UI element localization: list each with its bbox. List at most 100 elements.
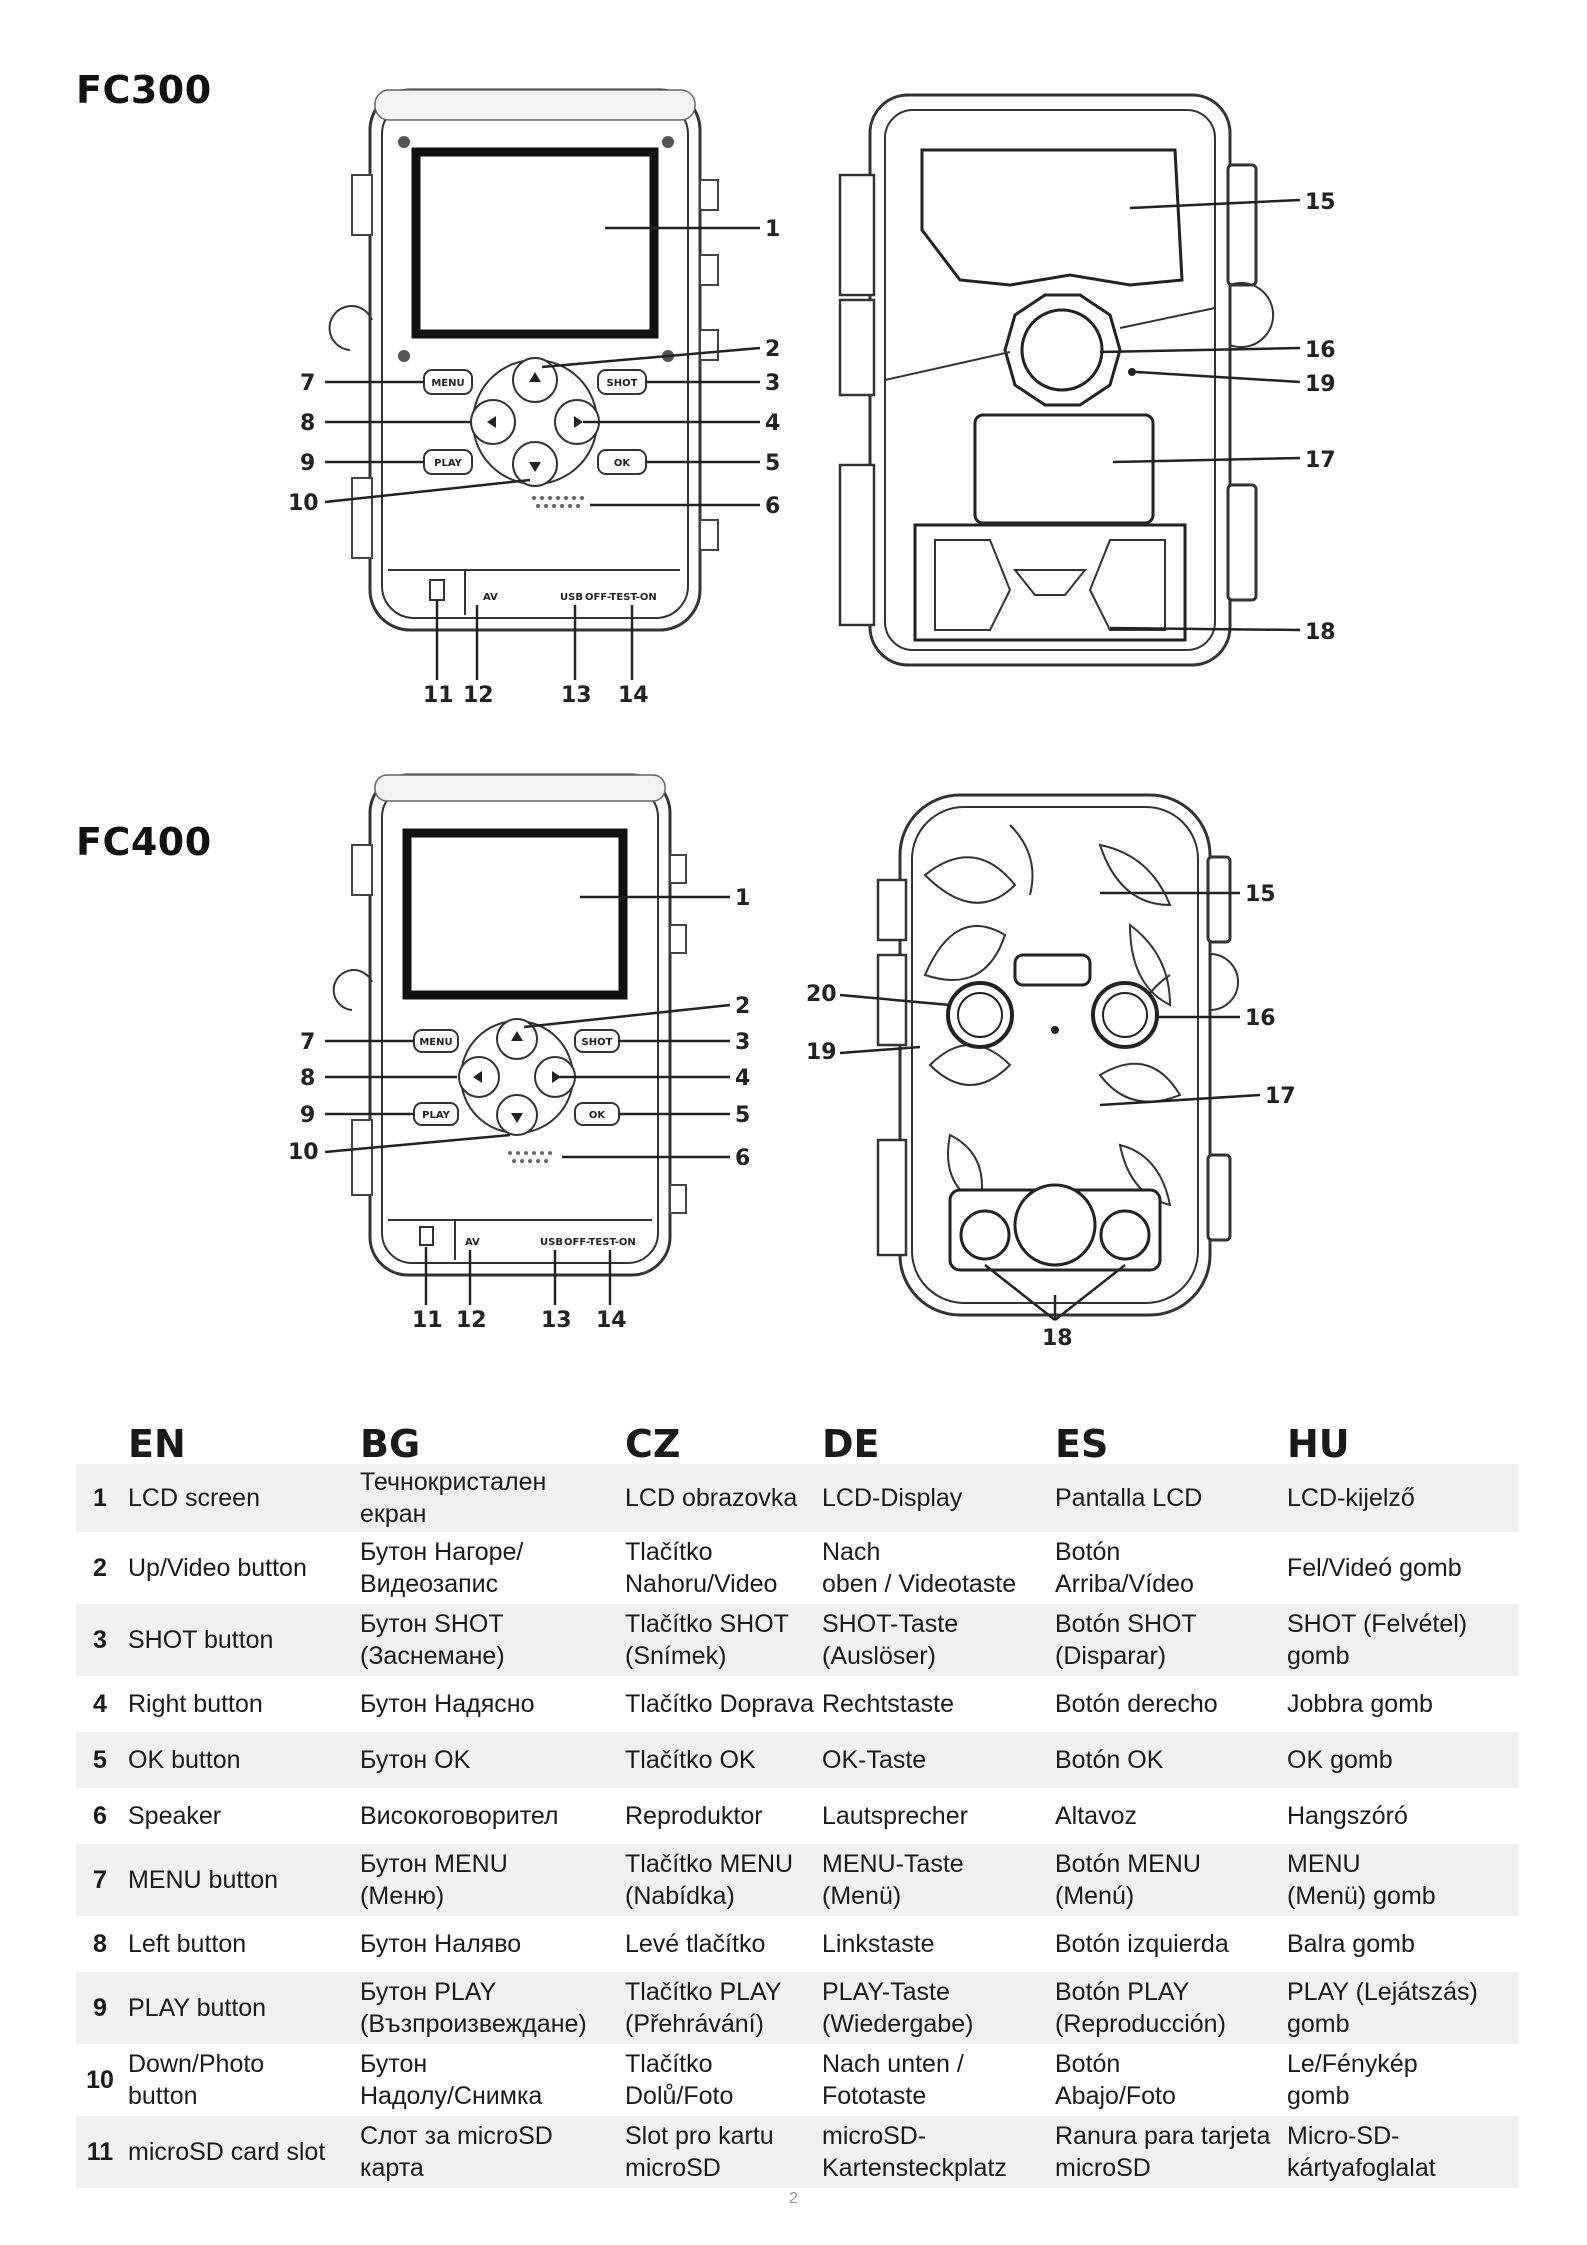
fc400-back-callout: 18 [1042,1326,1073,1351]
row-number: 1 [76,1464,124,1532]
table-row: 7 MENU button Бутон MENU (Меню) Tlačítko… [76,1844,1518,1916]
table-row: 4 Right button Бутон Надясно Tlačítko Do… [76,1676,1518,1732]
fc400-front-callout: 12 [456,1308,487,1333]
cell: Botón MENU (Menú) [1051,1844,1283,1916]
table-row: 9 PLAY button Бутон PLAY (Възпроизвеждан… [76,1972,1518,2044]
table-row: 5 OK button Бутон OK Tlačítko OK OK-Tast… [76,1732,1518,1788]
fc400-front-callout: 3 [735,1030,750,1055]
fc400-play-label: PLAY [422,1110,450,1121]
cell: Botón OK [1051,1732,1283,1788]
cell: LCD-Display [818,1464,1051,1532]
cell: MENU-Taste (Menü) [818,1844,1051,1916]
fc400-switch-label: OFF-TEST-ON [564,1237,636,1248]
cell: Tlačítko MENU (Nabídka) [621,1844,818,1916]
cell: LCD screen [124,1464,356,1532]
cell: LCD obrazovka [621,1464,818,1532]
cell: MENU button [124,1844,356,1916]
fc400-front-callout: 11 [412,1308,443,1333]
header-lang: CZ [625,1422,681,1466]
cell: Pantalla LCD [1051,1464,1283,1532]
row-number: 2 [93,1554,107,1582]
cell: OK button [124,1732,356,1788]
fc300-front-callout: 8 [300,411,315,436]
cell: Speaker [128,1802,222,1830]
cell: PLAY-Taste (Wiedergabe) [818,1972,1051,2044]
cell: LCD-kijelző [1283,1464,1518,1532]
cell: Слот за microSD карта [356,2116,621,2188]
row-number: 10 [86,2066,114,2094]
cell: MENU (Menü) gomb [1283,1844,1518,1916]
fc300-switch-label: OFF-TEST-ON [585,592,657,603]
cell: Up/Video button [128,1554,307,1582]
cell: OK-Taste [818,1732,1051,1788]
cell: Le/Fénykép gomb [1287,2050,1418,2110]
fc400-back-callout: 20 [806,982,837,1007]
cell: Hangszóró [1287,1802,1408,1830]
cell: Tlačítko OK [621,1732,818,1788]
cell: Botón Arriba/Vídeo [1055,1538,1194,1598]
fc300-menu-label: MENU [431,378,464,389]
cell: SHOT button [124,1604,356,1676]
cell: Levé tlačítko [625,1930,766,1958]
fc300-front-callout: 2 [765,337,780,362]
fc400-front-callout: 8 [300,1066,315,1091]
fc300-back-callout: 17 [1305,448,1336,473]
cell: Ranura para tarjeta microSD [1051,2116,1283,2188]
cell: Altavoz [1055,1802,1137,1830]
fc400-back-callout: 19 [806,1040,837,1065]
fc300-av-label: AV [483,592,498,603]
fc400-front-callout: 5 [735,1103,750,1128]
model-title-fc300: FC300 [76,68,212,112]
fc400-front-callout: 1 [735,886,750,911]
cell: PLAY (Lejátszás) gomb [1283,1972,1518,2044]
cell: Tlačítko Dolů/Foto [625,2050,734,2110]
header-lang: HU [1287,1422,1350,1466]
fc300-front-callout: 12 [463,683,494,708]
fc400-front-callout: 6 [735,1146,750,1171]
row-number: 9 [76,1972,124,2044]
fc300-front-callout: 3 [765,371,780,396]
table-row: 6 Speaker Високоговорител Reproduktor La… [76,1788,1518,1844]
header-lang: ES [1055,1422,1109,1466]
row-number: 4 [93,1690,107,1718]
fc300-back-callout: 18 [1305,620,1336,645]
fc400-front-diagram: MENU SHOT PLAY OK AV USB OFF-TEST-ON 1 2… [288,773,750,1333]
cell: Down/Photo button [128,2050,265,2110]
cell: SHOT (Felvétel) gomb [1283,1604,1518,1676]
cell: Botón Abajo/Foto [1055,2050,1176,2110]
table-row: 8 Left button Бутон Наляво Levé tlačítko… [76,1916,1518,1972]
cell: SHOT-Taste (Auslöser) [818,1604,1051,1676]
fc300-front-callout: 13 [561,683,592,708]
fc400-front-callout: 14 [596,1308,627,1333]
table-row: 3 SHOT button Бутон SHOT (Заснемане) Tla… [76,1604,1518,1676]
fc400-back-diagram: 15 20 16 19 17 18 [806,793,1296,1351]
translation-table: EN BG CZ DE ES HU 1 LCD screen Течнокрис… [76,1400,1518,2188]
row-number: 7 [76,1844,124,1916]
fc400-back-callout: 15 [1245,882,1276,907]
cell: Nach oben / Videotaste [822,1538,1017,1598]
cell: Micro-SD- kártyafoglalat [1283,2116,1518,2188]
fc400-av-label: AV [465,1237,480,1248]
fc300-front-callout: 11 [423,683,454,708]
row-number: 8 [93,1930,107,1958]
fc300-front-callout: 1 [765,217,780,242]
fc400-shot-label: SHOT [582,1037,613,1048]
fc300-front-callout: 10 [288,491,319,516]
header-num [76,1400,124,1464]
cell: Бутон Наляво [360,1930,522,1958]
fc300-shot-label: SHOT [607,378,638,389]
cell: OK gomb [1283,1732,1518,1788]
fc400-front-callout: 7 [300,1030,315,1055]
cell: Бутон OK [356,1732,621,1788]
cell: Бутон Нагоре/ Видеозапис [360,1538,524,1598]
table-header-row: EN BG CZ DE ES HU [76,1400,1518,1464]
fc400-front-callout: 9 [300,1103,315,1128]
fc300-front-callout: 14 [618,683,649,708]
header-lang: BG [360,1422,421,1466]
cell: Бутон MENU (Меню) [356,1844,621,1916]
cell: Botón SHOT (Disparar) [1051,1604,1283,1676]
cell: Бутон PLAY (Възпроизвеждане) [356,1972,621,2044]
fc400-front-callout: 13 [541,1308,572,1333]
row-number: 5 [76,1732,124,1788]
cell: Botón PLAY (Reproducción) [1051,1972,1283,2044]
